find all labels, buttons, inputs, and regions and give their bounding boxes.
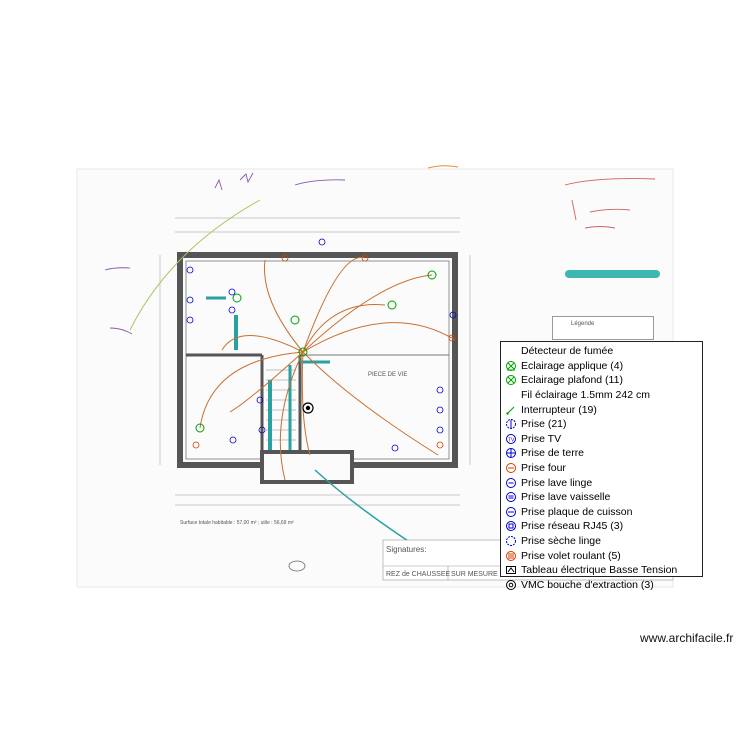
legend-item-label: Prise plaque de cuisson	[521, 505, 633, 518]
ceiling-light-symbols	[195, 270, 437, 433]
teal-marker	[565, 270, 660, 278]
wire-icon	[505, 389, 517, 401]
outlet-icon	[506, 419, 516, 430]
legend-item-label: Prise lave linge	[521, 476, 593, 489]
legend-item-label: Prise TV	[521, 432, 562, 445]
legend-item-label: Prise réseau RJ45 (3)	[521, 520, 624, 533]
rj45-outlet-icon	[506, 521, 516, 532]
legend-item-label: Prise sèche linge	[521, 535, 601, 548]
legend-item-label: Fil éclairage 1.5mm 242 cm	[521, 389, 650, 402]
dryer-outlet-icon	[506, 536, 516, 547]
legend-item: Prise sèche linge	[505, 534, 702, 549]
legend-item-label: Interrupteur (19)	[521, 403, 597, 416]
legend-item: VMC bouche d'extraction (3)	[505, 578, 702, 593]
legend-item: Eclairage applique (4)	[505, 359, 702, 374]
dishwasher-outlet-icon	[506, 492, 516, 503]
stamp-icon	[288, 560, 306, 572]
legend-item: Prise (21)	[505, 417, 702, 432]
dimension-lines	[159, 217, 471, 506]
legend-item-label: VMC bouche d'extraction (3)	[521, 578, 654, 591]
legend-item: TV Prise TV	[505, 432, 702, 447]
legend-item: Interrupteur (19)	[505, 402, 702, 417]
wall-light-icon	[506, 360, 516, 371]
legend-item-label: Prise (21)	[521, 418, 567, 431]
legend-item-label: Prise volet roulant (5)	[521, 549, 621, 562]
handwriting	[104, 172, 346, 335]
outlet-symbols	[186, 238, 457, 452]
entry-notch	[260, 450, 354, 484]
switch-icon	[506, 406, 515, 415]
smoke-detector-symbol	[302, 402, 314, 414]
legend-item: Prise lave vaisselle	[505, 490, 702, 505]
legend-item: Prise réseau RJ45 (3)	[505, 519, 702, 534]
room-label: PIECE DE VIE	[368, 372, 407, 378]
legend-item: Tableau électrique Basse Tension	[505, 563, 702, 578]
shutter-outlet-icon	[506, 550, 516, 561]
legend-title: Légende	[571, 321, 595, 327]
legend-item-label: Eclairage applique (4)	[521, 359, 624, 372]
legend-item-label: Tableau électrique Basse Tension	[521, 564, 678, 577]
washer-outlet-icon	[506, 477, 516, 488]
legend-item-label: Détecteur de fumée	[521, 345, 614, 358]
legend-item-label: Prise de terre	[521, 447, 585, 460]
legend-item: Détecteur de fumée	[505, 344, 702, 359]
svg-text:TV: TV	[508, 437, 515, 443]
oven-outlet-icon	[506, 463, 516, 474]
legend-item-label: Prise lave vaisselle	[521, 491, 611, 504]
legend-item: Prise de terre	[505, 446, 702, 461]
floor-label: REZ de CHAUSSEE	[386, 571, 451, 578]
legend-item-label: Eclairage plafond (11)	[521, 374, 623, 387]
legend-item: Prise volet roulant (5)	[505, 548, 702, 563]
signatures-label: Signatures:	[386, 545, 426, 554]
vmc-icon	[506, 579, 516, 590]
legend-item: Fil éclairage 1.5mm 242 cm	[505, 388, 702, 403]
shutter-outlet-symbols	[192, 254, 456, 449]
legend-header-box: Légende	[552, 316, 654, 340]
measure-label: SUR MESURE	[451, 571, 498, 578]
orange-wiring	[199, 256, 456, 481]
legend-item-label: Prise four	[521, 462, 566, 475]
legend-item: Prise plaque de cuisson	[505, 505, 702, 520]
smoke-detector-core	[305, 405, 311, 411]
watermark: www.archifacile.fr	[640, 631, 734, 645]
ground-outlet-icon	[506, 448, 516, 459]
tv-outlet-icon: TV	[506, 433, 516, 444]
legend-item: Prise four	[505, 461, 702, 476]
handwriting-red	[564, 178, 656, 229]
orange-note	[427, 165, 459, 169]
surface-text: Surface totale habitable : 57,00 m² ; ut…	[180, 520, 294, 526]
legend-item: Prise lave linge	[505, 475, 702, 490]
green-annotation	[129, 199, 261, 331]
ceiling-light-icon	[506, 375, 516, 386]
cooktop-outlet-icon	[506, 506, 516, 517]
electrical-panel-icon	[506, 566, 516, 575]
legend-item: Eclairage plafond (11)	[505, 373, 702, 388]
